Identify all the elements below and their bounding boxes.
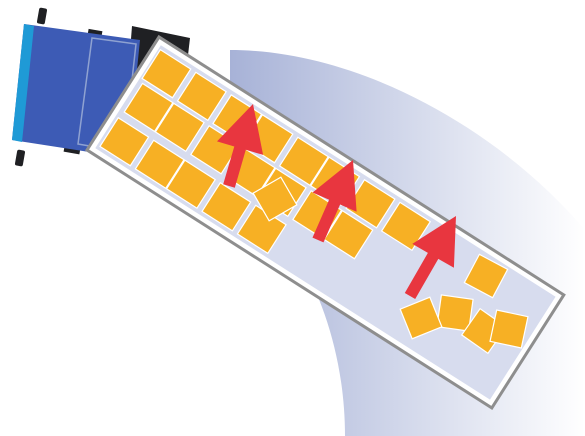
wheel-icon <box>15 149 26 166</box>
wheel-icon <box>37 7 48 24</box>
cargo-box-icon <box>490 310 528 348</box>
